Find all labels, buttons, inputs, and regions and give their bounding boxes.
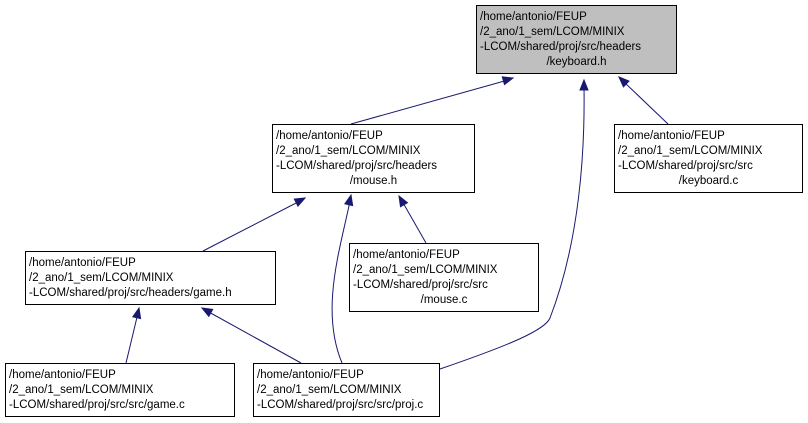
node-keyboard-c-line-3: -LCOM/shared/proj/src/src bbox=[618, 159, 753, 172]
node-keyboard-c-line-4: /keyboard.c bbox=[678, 174, 739, 187]
node-mouse-c-line-1: /home/antonio/FEUP bbox=[353, 248, 460, 261]
edge-proj-c-to-keyboard-h bbox=[439, 85, 585, 370]
node-mouse-h[interactable]: /home/antonio/FEUP /2_ano/1_sem/LCOM/MIN… bbox=[272, 124, 475, 193]
node-game-h[interactable]: /home/antonio/FEUP /2_ano/1_sem/LCOM/MIN… bbox=[25, 251, 276, 305]
node-game-c-line-3: -LCOM/shared/proj/src/src/game.c bbox=[9, 398, 185, 411]
node-game-h-line-3: -LCOM/shared/proj/src/headers/game.h bbox=[29, 286, 232, 299]
edge-mouse-h-to-keyboard-h bbox=[350, 79, 509, 125]
node-game-h-line-2: /2_ano/1_sem/LCOM/MINIX bbox=[29, 271, 174, 284]
arrowhead-proj-c-to-keyboard-h bbox=[579, 78, 589, 91]
node-game-c-line-2: /2_ano/1_sem/LCOM/MINIX bbox=[9, 383, 154, 396]
edge-game-h-to-mouse-h bbox=[202, 200, 301, 252]
node-keyboard-c-line-2: /2_ano/1_sem/LCOM/MINIX bbox=[618, 144, 763, 157]
node-mouse-h-line-4: /mouse.h bbox=[349, 174, 398, 187]
edge-mouse-c-to-mouse-h bbox=[401, 200, 427, 244]
node-game-h-line-1: /home/antonio/FEUP bbox=[29, 256, 136, 269]
node-keyboard-h-line-3: -LCOM/shared/proj/src/headers bbox=[480, 40, 642, 53]
arrowhead-mouse-c-to-mouse-h bbox=[398, 194, 409, 208]
edge-proj-c-to-game-h bbox=[206, 310, 302, 364]
node-keyboard-c-line-1: /home/antonio/FEUP bbox=[618, 129, 725, 142]
edge-proj-c-to-mouse-h bbox=[331, 200, 351, 364]
node-keyboard-c[interactable]: /home/antonio/FEUP /2_ano/1_sem/LCOM/MIN… bbox=[614, 124, 803, 193]
node-game-c[interactable]: /home/antonio/FEUP /2_ano/1_sem/LCOM/MIN… bbox=[5, 363, 235, 417]
node-mouse-h-line-1: /home/antonio/FEUP bbox=[276, 129, 383, 142]
edge-game-c-to-game-h bbox=[125, 312, 139, 364]
node-keyboard-h-line-2: /2_ano/1_sem/LCOM/MINIX bbox=[480, 25, 625, 38]
arrowhead-mouse-h-to-keyboard-h bbox=[501, 76, 515, 86]
node-proj-c-line-3: -LCOM/shared/proj/src/src/proj.c bbox=[257, 398, 424, 411]
node-proj-c-line-2: /2_ano/1_sem/LCOM/MINIX bbox=[257, 383, 402, 396]
arrowhead-game-h-to-mouse-h bbox=[293, 197, 307, 208]
arrowhead-game-c-to-game-h bbox=[131, 306, 142, 320]
node-proj-c-line-1: /home/antonio/FEUP bbox=[257, 368, 364, 381]
node-proj-c[interactable]: /home/antonio/FEUP /2_ano/1_sem/LCOM/MIN… bbox=[253, 363, 440, 417]
node-mouse-c-line-3: -LCOM/shared/proj/src/src bbox=[353, 278, 488, 291]
arrowhead-keyboard-c-to-keyboard-h bbox=[618, 76, 630, 88]
node-mouse-c-line-2: /2_ano/1_sem/LCOM/MINIX bbox=[353, 263, 498, 276]
node-mouse-h-line-2: /2_ano/1_sem/LCOM/MINIX bbox=[276, 144, 421, 157]
arrowhead-proj-c-to-mouse-h bbox=[344, 193, 354, 207]
arrowhead-proj-c-to-game-h bbox=[200, 307, 214, 318]
node-keyboard-h-line-4: /keyboard.h bbox=[546, 55, 607, 68]
edge-keyboard-c-to-keyboard-h bbox=[623, 81, 669, 125]
node-keyboard-h-line-1: /home/antonio/FEUP bbox=[480, 10, 587, 23]
node-mouse-h-line-3: -LCOM/shared/proj/src/headers bbox=[276, 159, 438, 172]
node-keyboard-h: /home/antonio/FEUP /2_ano/1_sem/LCOM/MIN… bbox=[476, 5, 677, 74]
node-game-c-line-1: /home/antonio/FEUP bbox=[9, 368, 116, 381]
node-mouse-c-line-4: /mouse.c bbox=[420, 293, 468, 306]
node-mouse-c[interactable]: /home/antonio/FEUP /2_ano/1_sem/LCOM/MIN… bbox=[349, 243, 539, 312]
